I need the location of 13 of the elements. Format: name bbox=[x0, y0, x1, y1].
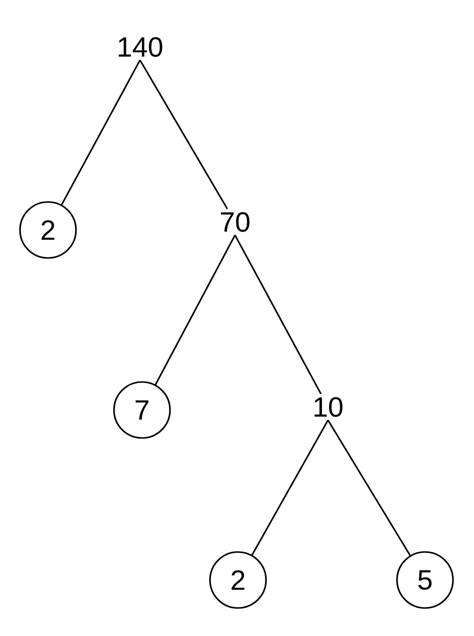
number-label: 70 bbox=[220, 212, 250, 232]
branch-line bbox=[251, 420, 329, 556]
branch-line bbox=[139, 60, 228, 210]
circled-number: 7 bbox=[113, 381, 171, 439]
number-label: 140 bbox=[118, 37, 162, 57]
branch-line bbox=[234, 234, 322, 394]
branch-line bbox=[327, 420, 411, 556]
circled-number: 2 bbox=[19, 201, 77, 259]
number-label: 10 bbox=[314, 397, 342, 417]
circled-number: 5 bbox=[396, 551, 454, 609]
circled-number: 2 bbox=[209, 551, 267, 609]
branch-line bbox=[61, 60, 141, 206]
branch-line bbox=[154, 234, 236, 385]
